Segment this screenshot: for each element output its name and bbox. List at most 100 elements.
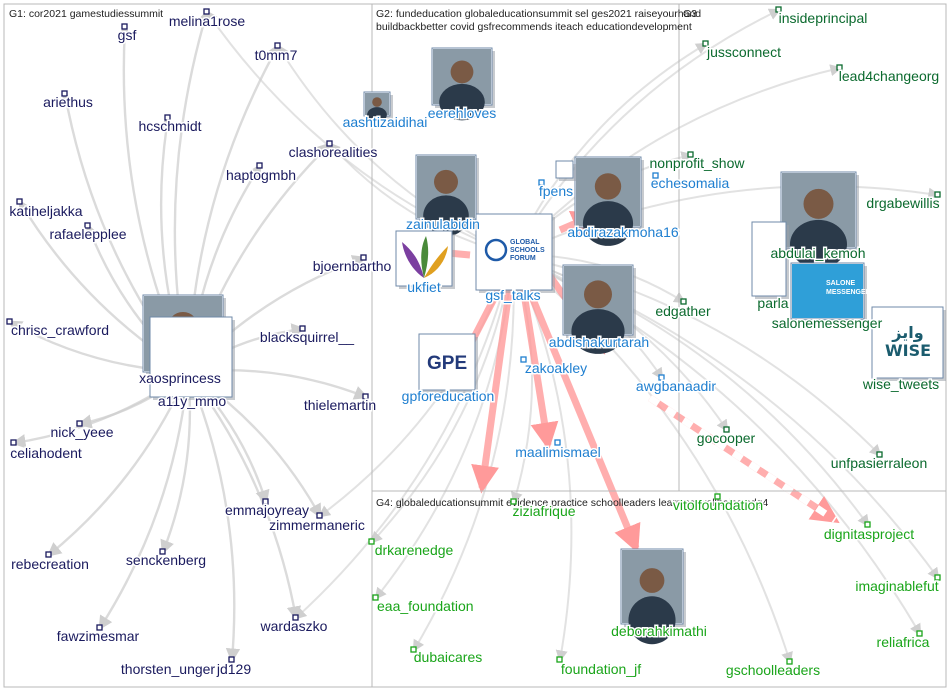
node-label-chrisc_crawford: chrisc_crawford	[11, 322, 109, 338]
node-label-zakoakley: zakoakley	[525, 360, 587, 376]
node-marker	[836, 64, 843, 71]
node-label-nonprofit_show: nonprofit_show	[650, 155, 746, 171]
node-label-clashorealities: clashorealities	[289, 144, 378, 160]
node-marker	[372, 594, 379, 601]
leaf-icon	[402, 242, 424, 278]
node-marker	[362, 393, 369, 400]
node-label-abdirazakmoha16: abdirazakmoha16	[567, 224, 679, 240]
node-marker	[292, 614, 299, 621]
node-marker	[360, 254, 367, 261]
logo-text: WISE	[885, 341, 931, 360]
node-label-xaosprincess: xaosprincess	[139, 370, 221, 386]
node-marker	[316, 512, 323, 519]
globe-icon	[484, 238, 508, 262]
node-marker	[510, 498, 517, 505]
node-label-hcschmidt: hcschmidt	[138, 118, 201, 134]
node-marker	[228, 656, 235, 663]
node-marker	[10, 439, 17, 446]
node-label-ziziafrique: ziziafrique	[512, 503, 575, 519]
node-marker	[786, 658, 793, 665]
edge-strong	[516, 266, 641, 554]
node-label-dignitasproject: dignitasproject	[824, 526, 914, 542]
avatar-gpforeducation: GPE	[418, 333, 478, 393]
node-label-echesomalia: echesomalia	[651, 175, 730, 191]
node-label-gsf_talks: gsf_talks	[485, 287, 540, 303]
node-label-dubaicares: dubaicares	[414, 649, 483, 665]
edge-strong	[471, 261, 517, 494]
node-label-rafaelepplee: rafaelepplee	[49, 226, 126, 242]
node-marker	[16, 198, 23, 205]
group-title-g2: G2: fundeducation globaleducationsummit …	[376, 8, 701, 33]
avatar-ukfiet	[395, 230, 455, 289]
logo-text: GLOBAL	[510, 239, 540, 246]
node-marker	[203, 8, 210, 15]
edge	[512, 8, 782, 256]
node-marker	[6, 318, 13, 325]
logo-text: MESSENGER	[826, 289, 871, 296]
node-marker	[556, 656, 563, 663]
node-marker	[934, 574, 941, 581]
node-label-maalimismael: maalimismael	[515, 444, 601, 460]
node-marker	[652, 172, 659, 179]
node-marker	[775, 6, 782, 13]
node-label-celiahodent: celiahodent	[10, 445, 82, 461]
avatar-abdirazakmoha16	[574, 156, 644, 246]
node-label-vitolfoundation: vitolfoundation	[673, 497, 763, 513]
node-marker	[121, 23, 128, 30]
node-label-a11y_mmo: a11y_mmo	[158, 393, 226, 409]
logo-text: GPE	[427, 353, 467, 374]
node-label-bjoernbartho: bjoernbartho	[313, 258, 392, 274]
node-marker	[45, 551, 52, 558]
node-label-thorsten: thorsten_unger	[121, 661, 216, 677]
group-title-g3: G3	[683, 8, 697, 20]
node-label-drkarenedge: drkarenedge	[375, 542, 454, 558]
node-label-eerehloves: eerehloves	[428, 105, 497, 121]
node-label-haptogmbh: haptogmbh	[226, 167, 296, 183]
node-marker	[680, 298, 687, 305]
group-title-g4: G4: globaleducationsummit evidence pract…	[376, 497, 768, 509]
node-label-senckenberg: senckenberg	[126, 552, 206, 568]
node-marker	[262, 498, 269, 505]
leaf-icon	[424, 246, 448, 278]
logo-text: SALONE	[826, 280, 856, 287]
node-label-katiheljakka: katiheljakka	[9, 203, 82, 219]
node-label-abdulai_kemoh: abdulai_kemoh	[771, 245, 866, 261]
avatar-aashtizaidihai	[363, 91, 393, 123]
nodes-layer: melina1rosegsft0mm7ariethushcschmidtclas…	[6, 6, 941, 680]
node-marker	[864, 521, 871, 528]
node-marker	[687, 151, 694, 158]
node-label-imaginablefut: imaginablefut	[855, 578, 938, 594]
node-label-fawzimesmar: fawzimesmar	[57, 628, 140, 644]
node-marker	[84, 222, 91, 229]
logo-text: وايز	[891, 323, 923, 342]
node-label-foundation_jf: foundation_jf	[561, 661, 641, 677]
node-label-fpens: fpens	[539, 183, 573, 199]
node-label-edgather: edgather	[655, 303, 711, 319]
node-label-zainulabidin: zainulabidin	[406, 216, 480, 232]
node-marker	[538, 179, 545, 186]
node-marker	[876, 451, 883, 458]
node-label-zimmermaneric: zimmermaneric	[269, 517, 365, 533]
node-label-gpforeducation: gpforeducation	[402, 388, 495, 404]
node-marker	[274, 42, 281, 49]
node-label-ariethus: ariethus	[43, 94, 93, 110]
node-label-parla: parla	[757, 295, 788, 311]
group-frames	[3, 3, 947, 688]
avatar-deborahkimathi	[620, 548, 686, 645]
edge-strong	[516, 267, 559, 451]
avatar-abdishakurtarah	[562, 264, 636, 354]
node-marker	[159, 548, 166, 555]
node-marker	[76, 420, 83, 427]
node-marker	[934, 191, 941, 198]
avatar-zainulabidin	[415, 154, 479, 237]
node-label-deborahkimathi: deborahkimathi	[611, 623, 707, 639]
edge-dash-overlay	[648, 395, 837, 523]
edge	[186, 371, 241, 663]
node-marker	[299, 325, 306, 332]
node-label-gsf: gsf	[118, 27, 137, 43]
avatar-a11y_mmo	[149, 316, 235, 400]
